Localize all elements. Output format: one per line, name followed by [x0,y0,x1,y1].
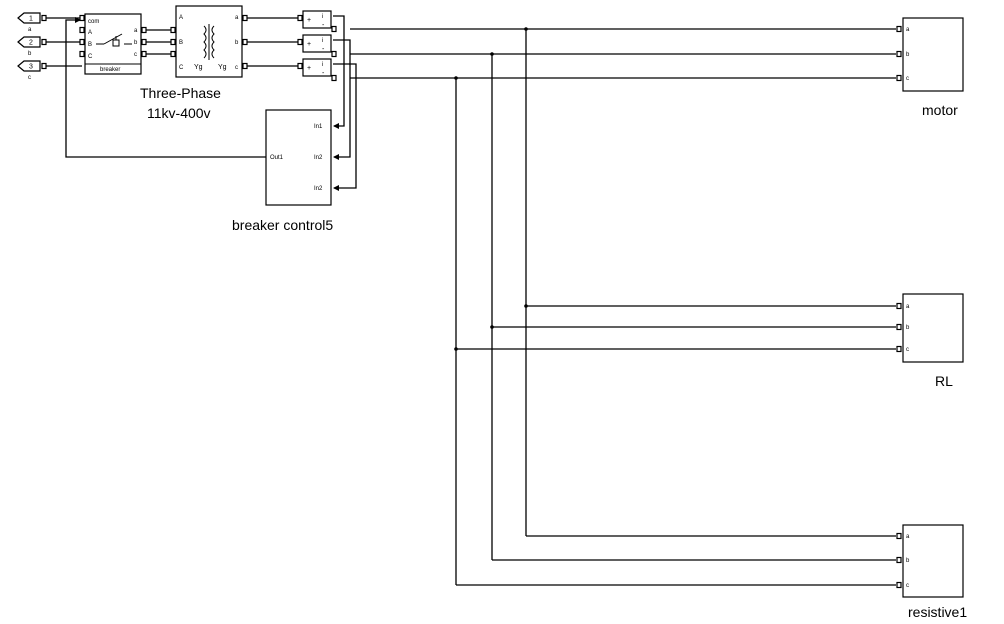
motor-port-a: a [906,27,910,33]
port-square [170,26,176,34]
port-square [242,62,248,70]
breaker-control-label: breaker control5 [232,217,333,233]
resistive1-port-a: a [906,534,910,540]
transformer-coil-icon [203,24,215,60]
source-1-number: 1 [29,16,33,23]
load-resistive1-block[interactable]: a b c [902,524,964,598]
control-out-port: Out1 [270,155,284,161]
transformer-winding2: Yg [218,64,227,71]
sensor-b-plus: + [307,41,311,48]
source-1-port: a [28,27,32,33]
source-connector-3[interactable]: 3 c [17,60,41,81]
port-square [41,14,47,22]
breaker-switch-icon [96,33,132,47]
transformer-out-a: a [235,15,239,21]
port-square [170,50,176,58]
transformer-label-line1: Three-Phase [140,85,221,101]
transformer-label-line2: 11kv-400v [147,105,211,121]
port-square [170,38,176,46]
breaker-block[interactable]: com A B C a b c breaker [84,13,142,75]
port-square [896,345,902,353]
port-square [141,50,147,58]
port-square [896,532,902,540]
port-square [242,38,248,46]
source-connector-1[interactable]: 1 a [17,12,41,33]
current-sensor-c[interactable]: + i - [302,58,332,77]
port-square [79,26,85,34]
source-2-port: b [28,51,32,57]
load-rl-block[interactable]: a b c [902,293,964,363]
control-in-port-1: In1 [314,124,323,130]
sensor-b-minus: - [322,46,325,53]
sensor-a-out: i [322,14,323,20]
sensor-b-out: i [322,38,323,44]
port-square [242,14,248,22]
sensor-c-minus: - [322,70,325,77]
breaker-control-block[interactable]: Out1 In1 In2 In2 [265,109,332,206]
port-square [41,38,47,46]
source-3-number: 3 [29,64,33,71]
port-square [79,38,85,46]
port-square [79,50,85,58]
control-in-port-3: In2 [314,186,323,192]
signal-lines [44,15,896,586]
motor-label: motor [922,102,958,118]
breaker-out-c: c [134,52,137,58]
rl-port-b: b [906,325,910,331]
port-square [141,38,147,46]
rl-port-a: a [906,304,910,310]
breaker-in-a: A [88,30,92,36]
transformer-in-a: A [179,15,183,21]
current-sensor-b[interactable]: + i - [302,34,332,53]
control-in-port-2: In2 [314,155,323,161]
sensor-c-plus: + [307,65,311,72]
port-square [896,302,902,310]
breaker-out-b: b [134,40,138,46]
transformer-in-c: C [179,65,184,71]
resistive1-port-c: c [906,583,909,589]
sensor-a-plus: + [307,17,311,24]
current-sensor-a[interactable]: + i - [302,10,332,29]
source-2-number: 2 [29,40,33,47]
load-motor-block[interactable]: a b c [902,17,964,92]
port-square [79,14,85,22]
resistive1-port-b: b [906,558,910,564]
breaker-com-port: com [88,19,99,25]
port-square [297,38,303,46]
sensor-c-out: i [322,62,323,68]
port-square [896,25,902,33]
port-square [297,14,303,22]
motor-port-b: b [906,52,910,58]
source-connector-2[interactable]: 2 b [17,36,41,57]
port-square [141,26,147,34]
port-square [896,323,902,331]
rl-label: RL [935,373,953,389]
port-square [896,74,902,82]
source-3-port: c [28,75,31,81]
port-square [896,556,902,564]
breaker-in-c: C [88,54,93,60]
transformer-winding1: Yg [194,64,203,71]
breaker-label: breaker [100,67,120,73]
port-square [331,74,337,82]
port-square [896,50,902,58]
motor-port-c: c [906,76,909,82]
port-square [896,581,902,589]
transformer-in-b: B [179,40,183,46]
breaker-out-a: a [134,28,138,34]
rl-port-c: c [906,347,909,353]
transformer-block[interactable]: A B C a b c Yg Yg [175,5,243,78]
port-square [297,62,303,70]
sensor-a-minus: - [322,22,325,29]
transformer-out-b: b [235,40,239,46]
port-square [41,62,47,70]
resistive1-label: resistive1 [908,604,967,620]
port-square [331,25,337,33]
breaker-in-b: B [88,42,92,48]
transformer-out-c: c [235,65,238,71]
port-square [331,50,337,58]
